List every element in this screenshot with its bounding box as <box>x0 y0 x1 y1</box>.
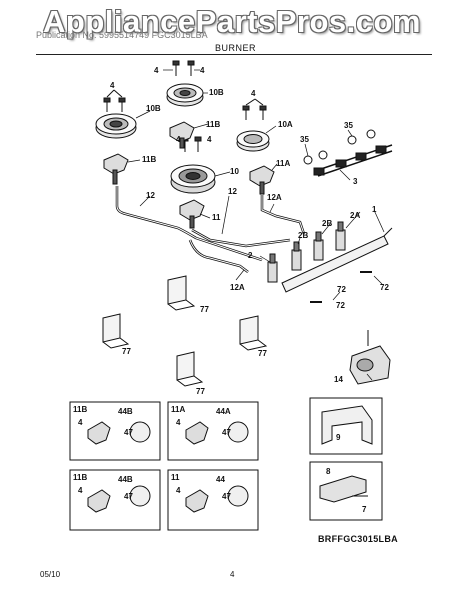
gas-tube-12a-right <box>260 194 306 235</box>
burner-base-11a <box>249 165 275 195</box>
label-77-mid: 77 <box>258 349 267 358</box>
model-code: BRFFGC3015LBA <box>318 534 398 544</box>
label-4-mid-left: 4 <box>176 135 181 144</box>
label-1: 1 <box>372 205 377 214</box>
burner-base-11b-left <box>103 153 129 185</box>
detail-box-11b-a <box>69 401 161 461</box>
label-35-right: 35 <box>344 121 353 130</box>
label-2: 2 <box>248 251 253 260</box>
burner-base-11b-top <box>169 121 195 149</box>
section-title: BURNER <box>215 43 257 53</box>
label-4-detail-d: 4 <box>176 486 181 495</box>
detail-box-8-7 <box>309 461 383 521</box>
label-11-detail: 11 <box>171 473 180 482</box>
label-2a: 2A <box>350 211 360 220</box>
page-number: 4 <box>230 570 235 579</box>
burner-head-10a <box>236 130 270 152</box>
label-3: 3 <box>353 177 358 186</box>
label-44a-detail: 44A <box>216 407 231 416</box>
label-12a-lower: 12A <box>230 283 245 292</box>
screw-4-top <box>172 60 195 76</box>
label-4-detail-c: 4 <box>78 486 83 495</box>
pressure-regulator-14 <box>349 330 391 385</box>
label-11b-detail-a: 11B <box>73 405 87 414</box>
label-11a: 11A <box>276 159 290 168</box>
label-10: 10 <box>230 167 239 176</box>
label-11: 11 <box>212 213 221 222</box>
burner-head-10b-left <box>95 113 137 139</box>
label-47-detail-b: 47 <box>222 428 231 437</box>
label-47-detail-c: 47 <box>124 492 133 501</box>
label-10b-left: 10B <box>146 104 161 113</box>
gas-tube-12-right <box>191 228 291 248</box>
label-2b-left: 2B <box>298 231 308 240</box>
burner-head-10 <box>170 164 216 194</box>
detail-box-11b-b <box>69 469 161 531</box>
label-12-left: 12 <box>146 191 155 200</box>
label-4-detail-b: 4 <box>176 418 181 427</box>
label-4-left: 4 <box>110 81 115 90</box>
screw-4-left <box>103 89 126 112</box>
label-47-detail-a: 47 <box>124 428 133 437</box>
screw-4-right <box>242 98 267 120</box>
bracket-77-lower <box>176 351 204 387</box>
label-11a-detail: 11A <box>171 405 185 414</box>
gas-tube-12a-left <box>188 239 249 273</box>
manifold-pipe <box>281 227 393 293</box>
leader-lines <box>127 69 385 381</box>
label-14: 14 <box>334 375 343 384</box>
manifold-screws-72 <box>310 271 372 303</box>
bracket-77-upper <box>167 275 196 311</box>
label-44b-detail-b: 44B <box>118 475 133 484</box>
label-4-detail-a: 4 <box>78 418 83 427</box>
detail-box-11 <box>167 469 259 531</box>
burner-base-11 <box>179 199 205 229</box>
label-77-lower: 77 <box>196 387 205 396</box>
label-10b-top: 10B <box>209 88 224 97</box>
header-rule <box>36 54 432 55</box>
label-9: 9 <box>336 433 341 442</box>
gas-tube-12-left <box>115 186 263 262</box>
label-11b-top: 11B <box>206 120 220 129</box>
label-12a-upper: 12A <box>267 193 282 202</box>
label-44b-detail-a: 44B <box>118 407 133 416</box>
bracket-77-mid <box>239 315 268 351</box>
detail-box-11a <box>167 401 259 461</box>
label-72-lower: 72 <box>336 301 345 310</box>
label-12-right: 12 <box>228 187 237 196</box>
label-35-left: 35 <box>300 135 309 144</box>
burner-head-10b-top <box>166 83 204 107</box>
document-header: Publication No. 5995514749 FGC3015LBA <box>36 30 208 40</box>
label-72-right: 72 <box>380 283 389 292</box>
label-8: 8 <box>326 467 331 476</box>
valve-2b-b <box>313 231 324 261</box>
label-10a: 10A <box>278 120 293 129</box>
label-11b-detail-b: 11B <box>73 473 87 482</box>
label-11b-left: 11B <box>142 155 156 164</box>
bracket-77-left <box>102 313 130 349</box>
detail-box-9 <box>309 397 383 455</box>
label-77-left: 77 <box>122 347 131 356</box>
label-4-mid-right: 4 <box>207 135 212 144</box>
label-4-top-right: 4 <box>200 66 205 75</box>
watermark: AppliancePartsPros.com <box>43 4 421 39</box>
label-47-detail-d: 47 <box>222 492 231 501</box>
valve-2 <box>267 253 278 283</box>
footer-date: 05/10 <box>40 570 61 579</box>
label-77-upper: 77 <box>200 305 209 314</box>
label-2b-right: 2B <box>322 219 332 228</box>
label-7: 7 <box>362 505 367 514</box>
label-4-right: 4 <box>251 89 256 98</box>
igniter-lead-35 <box>303 129 393 177</box>
valve-2a <box>335 221 346 251</box>
valve-2b-a <box>291 241 302 271</box>
label-44-detail: 44 <box>216 475 225 484</box>
label-72-left: 72 <box>337 285 346 294</box>
label-4-top-left: 4 <box>154 66 159 75</box>
